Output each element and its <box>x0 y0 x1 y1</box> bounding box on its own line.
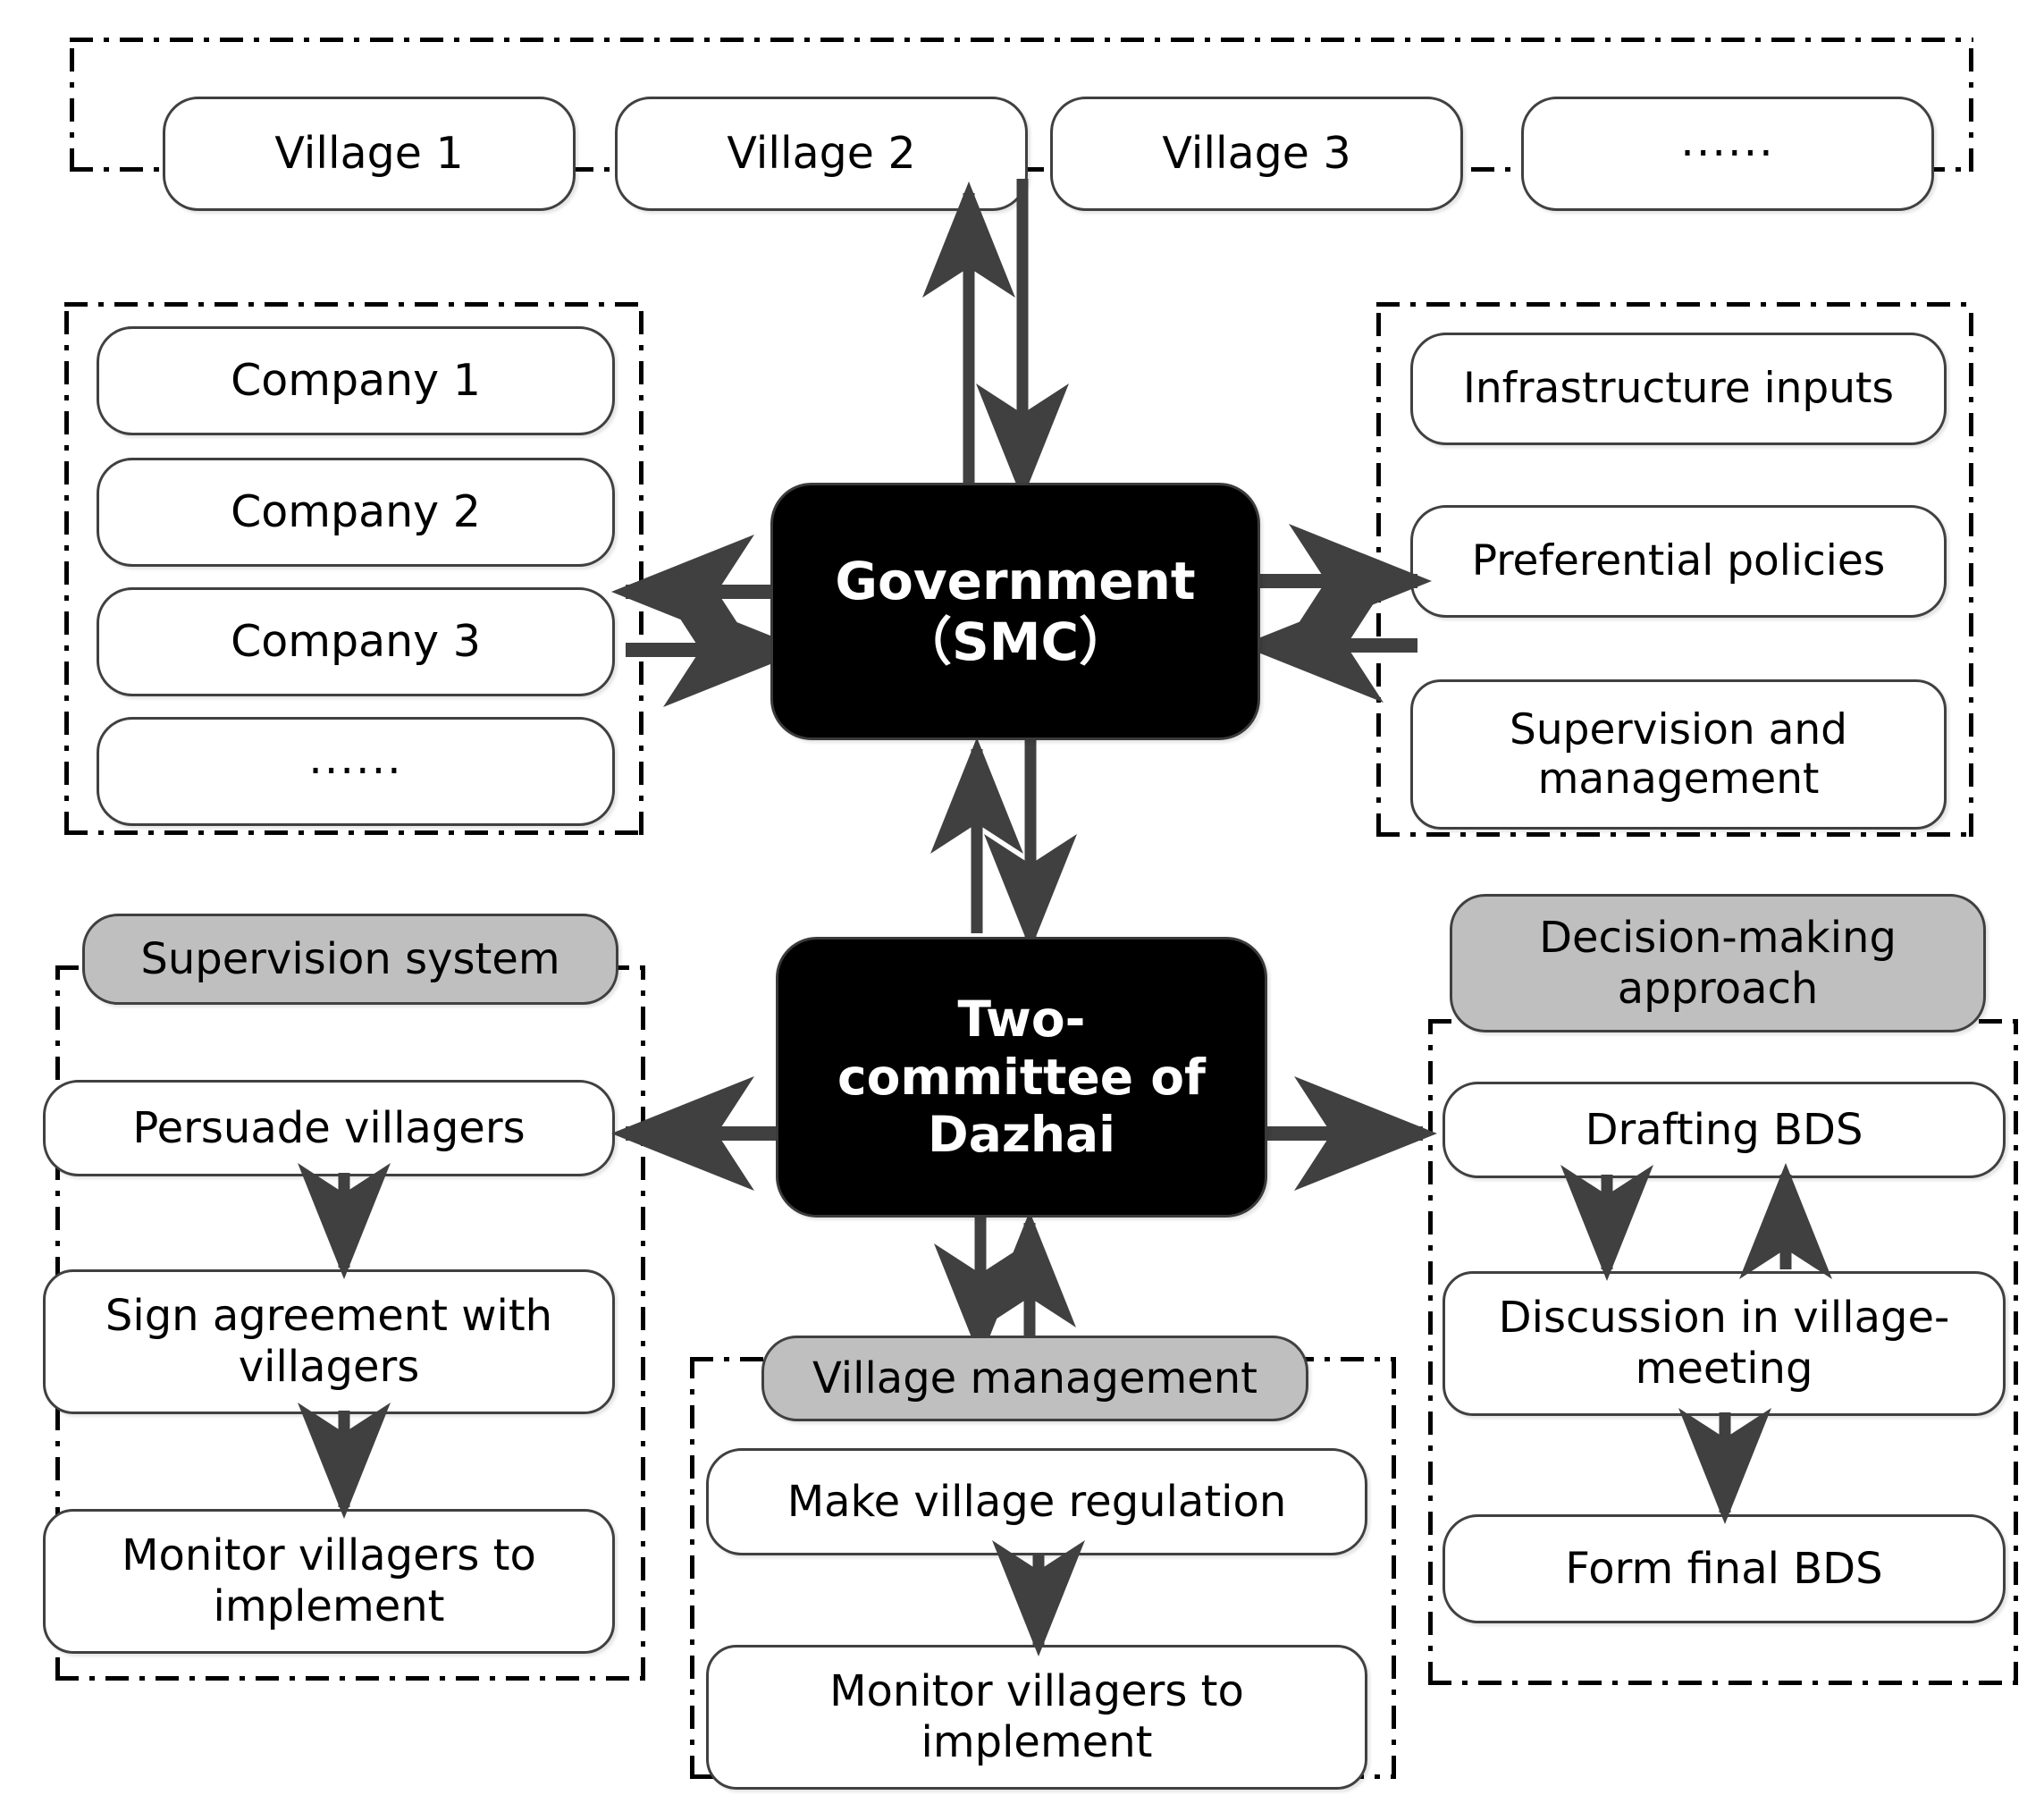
company-2-box[interactable]: Company 2 <box>97 458 615 567</box>
company-more-box[interactable]: ······ <box>97 717 615 826</box>
village-3-box[interactable]: Village 3 <box>1050 97 1463 211</box>
company-2-label: Company 2 <box>231 486 481 538</box>
committee-title-line3: Dazhai <box>928 1106 1115 1164</box>
form-final-bds-box[interactable]: Form final BDS <box>1443 1514 2006 1623</box>
decision-making-header: Decision-making approach <box>1450 894 1986 1032</box>
drafting-bds-box[interactable]: Drafting BDS <box>1443 1082 2006 1178</box>
monitor-villagers-supervision-box[interactable]: Monitor villagers to implement <box>43 1509 615 1654</box>
village-management-header: Village management <box>761 1336 1308 1421</box>
preferential-policies-box[interactable]: Preferential policies <box>1410 505 1947 618</box>
monitor-villagers-village-mgmt-box[interactable]: Monitor villagers to implement <box>706 1645 1367 1790</box>
persuade-villagers-box[interactable]: Persuade villagers <box>43 1080 615 1176</box>
monitor-villagers-supervision-label: Monitor villagers to implement <box>122 1530 536 1631</box>
discussion-village-meeting-label: Discussion in village-meeting <box>1498 1293 1950 1394</box>
drafting-bds-label: Drafting BDS <box>1585 1104 1863 1155</box>
monitor-villagers-village-mgmt-label: Monitor villagers to implement <box>829 1666 1244 1767</box>
form-final-bds-label: Form final BDS <box>1565 1543 1883 1594</box>
village-management-header-label: Village management <box>812 1353 1258 1403</box>
sign-agreement-label: Sign agreement with villagers <box>105 1291 553 1392</box>
government-title-line1: Government <box>835 550 1196 611</box>
village-3-label: Village 3 <box>1162 128 1351 180</box>
village-ellipsis-label: ······ <box>1680 128 1775 180</box>
village-2-label: Village 2 <box>727 128 916 180</box>
village-1-label: Village 1 <box>274 128 464 180</box>
committee-title-line1: Two- <box>957 990 1086 1048</box>
government-title-line2: （SMC） <box>899 611 1131 672</box>
discussion-village-meeting-box[interactable]: Discussion in village-meeting <box>1443 1271 2006 1416</box>
company-1-label: Company 1 <box>231 355 481 407</box>
make-village-regulation-box[interactable]: Make village regulation <box>706 1448 1367 1555</box>
committee-title-line2: committee of <box>837 1048 1206 1106</box>
persuade-villagers-label: Persuade villagers <box>132 1102 526 1153</box>
supervision-and-management-box[interactable]: Supervision and management <box>1410 679 1947 830</box>
infrastructure-inputs-label: Infrastructure inputs <box>1463 364 1894 414</box>
company-ellipsis-label: ······ <box>308 746 403 797</box>
make-village-regulation-label: Make village regulation <box>786 1476 1287 1527</box>
company-1-box[interactable]: Company 1 <box>97 326 615 435</box>
village-2-box[interactable]: Village 2 <box>615 97 1028 211</box>
village-more-box[interactable]: ······ <box>1521 97 1934 211</box>
company-3-label: Company 3 <box>231 616 481 668</box>
preferential-policies-label: Preferential policies <box>1471 536 1886 586</box>
supervision-system-header: Supervision system <box>82 914 618 1005</box>
decision-making-header-label: Decision-making approach <box>1539 912 1897 1014</box>
supervision-and-management-label: Supervision and management <box>1509 704 1848 804</box>
sign-agreement-box[interactable]: Sign agreement with villagers <box>43 1269 615 1414</box>
company-3-box[interactable]: Company 3 <box>97 587 615 696</box>
government-box[interactable]: Government （SMC） <box>770 483 1260 740</box>
infrastructure-inputs-box[interactable]: Infrastructure inputs <box>1410 333 1947 445</box>
village-1-box[interactable]: Village 1 <box>163 97 576 211</box>
two-committee-box[interactable]: Two- committee of Dazhai <box>776 937 1267 1218</box>
supervision-system-header-label: Supervision system <box>140 933 560 984</box>
